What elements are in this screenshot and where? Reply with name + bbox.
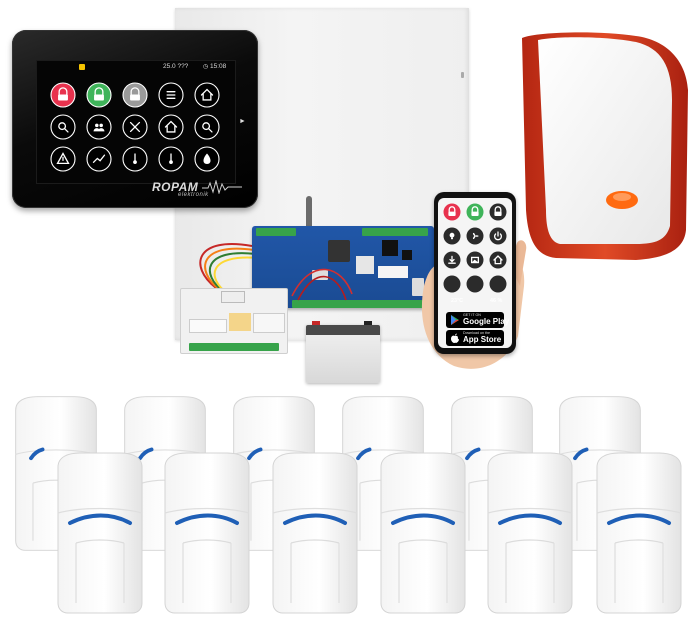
keypad-status-bar: 25.0 ??? ◷ 15:08 — [37, 61, 235, 73]
battery-terminal-positive — [312, 321, 320, 327]
clock-icon: ◷ — [203, 64, 209, 70]
detector-lens — [138, 447, 154, 461]
thermometer-icon[interactable] — [122, 146, 148, 172]
detector-lens — [391, 513, 455, 525]
connector — [312, 270, 328, 280]
app-bulb-icon[interactable] — [443, 227, 461, 245]
app-store-small-text: Download on the — [463, 331, 490, 335]
app-store-badge[interactable]: Download on the App Store — [446, 330, 504, 346]
brand-subtitle: elektronik — [178, 192, 209, 198]
notification-icon — [79, 64, 85, 70]
zoom-in-icon[interactable] — [50, 114, 76, 140]
terminal-block — [362, 228, 428, 236]
app-icon-grid — [443, 203, 507, 293]
psu-label — [253, 313, 285, 333]
search-icon[interactable] — [194, 114, 220, 140]
tools-icon[interactable] — [122, 114, 148, 140]
google-play-badge[interactable]: GET IT ON Google Play — [446, 312, 509, 328]
app-humidity-value: 46 % — [490, 298, 503, 304]
cabinet-screw — [461, 72, 464, 78]
drop-thermometer-icon[interactable] — [158, 146, 184, 172]
motion-detector — [57, 452, 143, 614]
app-humidity-percent-icon[interactable] — [489, 275, 507, 293]
label-sticker — [356, 256, 374, 274]
outdoor-siren — [522, 32, 688, 260]
battery-terminal-negative — [364, 321, 372, 327]
detector-lens — [573, 447, 589, 461]
chip — [402, 250, 412, 260]
app-download-icon[interactable] — [443, 251, 461, 269]
touch-keypad: 25.0 ??? ◷ 15:08 ► ROPAM elektronik — [12, 30, 258, 208]
detector-lens — [68, 513, 132, 525]
keypad-screen: 25.0 ??? ◷ 15:08 — [36, 60, 236, 184]
gsm-module — [328, 240, 350, 262]
app-temperature-value: 23°C — [451, 298, 464, 304]
keypad-icon-grid — [50, 82, 220, 172]
app-image-icon[interactable] — [466, 251, 484, 269]
google-play-icon — [451, 315, 459, 325]
motion-detector — [380, 452, 466, 614]
terminal-block — [256, 228, 296, 236]
next-page-arrow: ► — [239, 118, 246, 125]
terminal-block — [292, 300, 428, 308]
google-play-small-text: GET IT ON — [463, 313, 481, 317]
app-lock-green-icon[interactable] — [466, 203, 484, 221]
brand-wave-icon — [202, 180, 242, 194]
ai-chart-icon[interactable] — [86, 146, 112, 172]
lock-red-icon[interactable] — [50, 82, 76, 108]
processor-chip — [382, 240, 398, 256]
google-play-text: Google Play — [463, 317, 510, 326]
app-door-icon[interactable] — [489, 251, 507, 269]
detector-lens — [247, 447, 263, 461]
detector-lens — [175, 513, 239, 525]
backup-battery — [306, 321, 380, 383]
app-lock-red-icon[interactable] — [443, 203, 461, 221]
psu-label — [189, 319, 227, 333]
red-wires — [291, 268, 353, 301]
terminal-block — [189, 343, 279, 351]
detector-lens — [607, 513, 671, 525]
brand-name: ROPAM — [152, 180, 199, 194]
humidity-icon[interactable] — [194, 146, 220, 172]
temperature-readout: 25.0 ??? — [163, 63, 189, 70]
connector — [221, 291, 245, 303]
app-temperature-icon[interactable] — [443, 275, 461, 293]
power-supply-module — [180, 288, 288, 354]
brand-logo: ROPAM elektronik — [152, 180, 208, 198]
event-log-icon[interactable] — [158, 82, 184, 108]
lock-gray-icon[interactable] — [122, 82, 148, 108]
motion-detector — [596, 452, 682, 614]
detector-lens — [498, 513, 562, 525]
apple-icon — [451, 333, 459, 343]
gsm-antenna — [306, 196, 312, 232]
home-icon[interactable] — [194, 82, 220, 108]
users-icon[interactable] — [86, 114, 112, 140]
detector-lens — [356, 447, 372, 461]
battery-top — [306, 325, 380, 335]
lock-green-icon[interactable] — [86, 82, 112, 108]
app-power-icon[interactable] — [489, 227, 507, 245]
house-settings-icon[interactable] — [158, 114, 184, 140]
motion-detector — [164, 452, 250, 614]
detector-lens — [29, 447, 45, 461]
app-fan-icon[interactable] — [466, 227, 484, 245]
app-humidity-drop-icon[interactable] — [466, 275, 484, 293]
connector — [412, 278, 424, 296]
motion-detector — [487, 452, 573, 614]
smartphone: 23°C 46 % GET IT ON Google Play Download… — [434, 192, 516, 354]
phone-screen: 23°C 46 % GET IT ON Google Play Download… — [438, 198, 512, 348]
app-lock-dark-icon[interactable] — [489, 203, 507, 221]
label-sticker — [378, 266, 408, 278]
detector-lens — [465, 447, 481, 461]
warning-icon[interactable] — [50, 146, 76, 172]
clock-readout: 15:08 — [210, 63, 227, 70]
motion-detector — [272, 452, 358, 614]
psu-label-yellow — [229, 313, 251, 331]
app-store-text: App Store — [463, 335, 502, 344]
detector-lens — [283, 513, 347, 525]
